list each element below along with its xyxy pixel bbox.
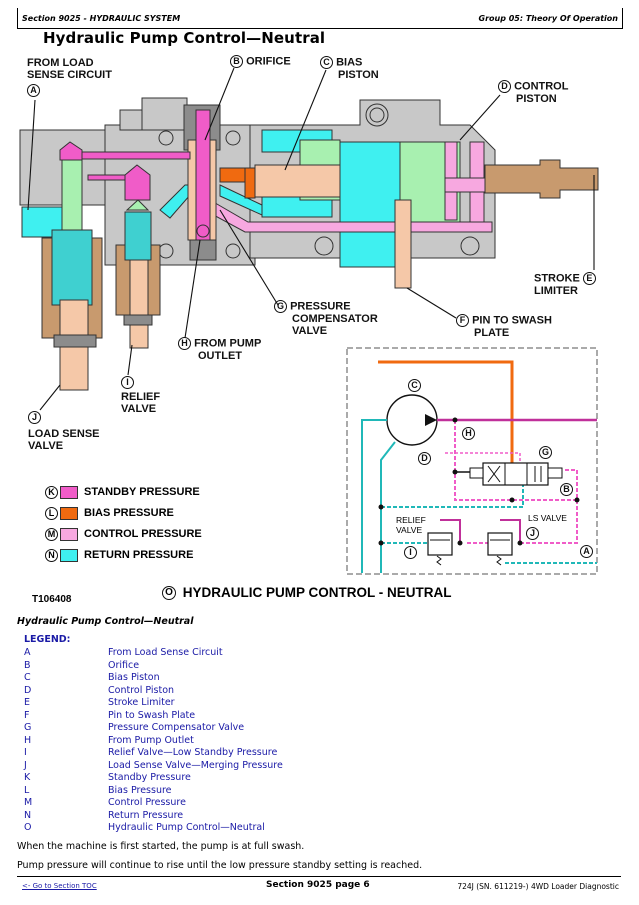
schematic-marker-J: J: [526, 527, 539, 540]
callout-D-marker: D: [498, 80, 511, 93]
group-title: Group 05: Theory Of Operation: [478, 14, 618, 23]
key-marker: K: [45, 485, 58, 499]
leader-J: [39, 384, 61, 411]
leader-G: [219, 209, 279, 306]
schematic-marker-G: G: [539, 446, 552, 459]
schematic-marker-A: A: [580, 545, 593, 558]
figure-title: Hydraulic Pump Control—Neutral: [43, 29, 326, 47]
legend-heading: LEGEND:: [24, 634, 71, 645]
stroke-limiter: [484, 159, 599, 199]
paragraph: When the machine is first started, the p…: [17, 841, 305, 852]
callout-I-label: I RELIEF VALVE: [121, 376, 161, 415]
figure-caption: O HYDRAULIC PUMP CONTROL - NEUTRAL: [162, 585, 452, 601]
bias-swatch: [60, 506, 78, 520]
leader-A: [27, 99, 36, 211]
color-key-bias: L BIAS PRESSURE: [45, 506, 174, 520]
section-subtitle: Hydraulic Pump Control—Neutral: [17, 616, 194, 627]
color-key-control: M CONTROL PRESSURE: [45, 527, 202, 541]
go-to-section-toc-link[interactable]: <- Go to Section TOC: [22, 882, 97, 890]
callout-G-marker: G: [274, 300, 287, 313]
callout-A-label: FROM LOAD SENSE CIRCUIT A: [27, 57, 112, 97]
leader-I: [127, 344, 133, 376]
schematic-marker-H: H: [462, 427, 475, 440]
callout-H-label: H FROM PUMP OUTLET: [178, 337, 261, 362]
leader-F: [406, 287, 457, 319]
leader-C: [284, 69, 327, 171]
callout-A-marker: A: [27, 84, 40, 97]
pump-control-cross-section: [19, 67, 599, 411]
schematic-ls-label: LS VALVE: [528, 513, 567, 523]
schematic-marker-I: I: [404, 546, 417, 559]
callout-E-marker: E: [582, 272, 596, 285]
schematic-marker-D: D: [418, 452, 431, 465]
schematic-relief-label: RELIEF VALVE: [396, 515, 426, 535]
key-marker: N: [45, 548, 58, 562]
callout-H-marker: H: [178, 337, 191, 350]
swash-pin: [394, 199, 412, 289]
section-title: Section 9025 - HYDRAULIC SYSTEM: [22, 14, 181, 23]
standby-swatch: [60, 485, 78, 499]
callout-F-label: F PIN TO SWASH PLATE: [456, 314, 552, 339]
leader-B: [204, 67, 235, 141]
key-marker: L: [45, 506, 58, 520]
manual-title: 724J (SN. 611219-) 4WD Loader Diagnostic: [457, 882, 619, 891]
callout-G-label: G PRESSURE COMPENSATOR VALVE: [274, 300, 378, 337]
return-swatch: [60, 548, 78, 562]
callout-C-marker: C: [320, 56, 333, 69]
callout-F-marker: F: [456, 314, 469, 327]
caption-marker: O: [162, 586, 176, 601]
figure-number: T106408: [32, 594, 72, 605]
color-key-standby: K STANDBY PRESSURE: [45, 485, 200, 499]
callout-I-marker: I: [121, 376, 134, 389]
leader-H: [184, 239, 201, 339]
paragraph: Pump pressure will continue to rise unti…: [17, 860, 423, 871]
callout-E-label: STROKE E LIMITER: [534, 272, 596, 297]
page-number: Section 9025 page 6: [266, 880, 370, 890]
bias-piston: [254, 164, 341, 198]
callout-B-marker: B: [230, 55, 243, 68]
callout-C-label: C BIAS PISTON: [320, 56, 379, 81]
color-key-return: N RETURN PRESSURE: [45, 548, 193, 562]
footer-divider: [17, 876, 621, 877]
leader-D: [459, 94, 501, 141]
control-swatch: [60, 527, 78, 541]
key-marker: M: [45, 527, 58, 541]
callout-J-marker: J: [28, 411, 41, 424]
schematic-marker-B: B: [560, 483, 573, 496]
page-header: Section 9025 - HYDRAULIC SYSTEM Group 05…: [17, 8, 623, 29]
callout-D-label: D CONTROL PISTON: [498, 80, 568, 105]
schematic-marker-C: C: [408, 379, 421, 392]
callout-J-label: J LOAD SENSE VALVE: [28, 411, 100, 452]
callout-B-label: B ORIFICE: [230, 55, 291, 68]
compensator-spool: [195, 109, 211, 241]
